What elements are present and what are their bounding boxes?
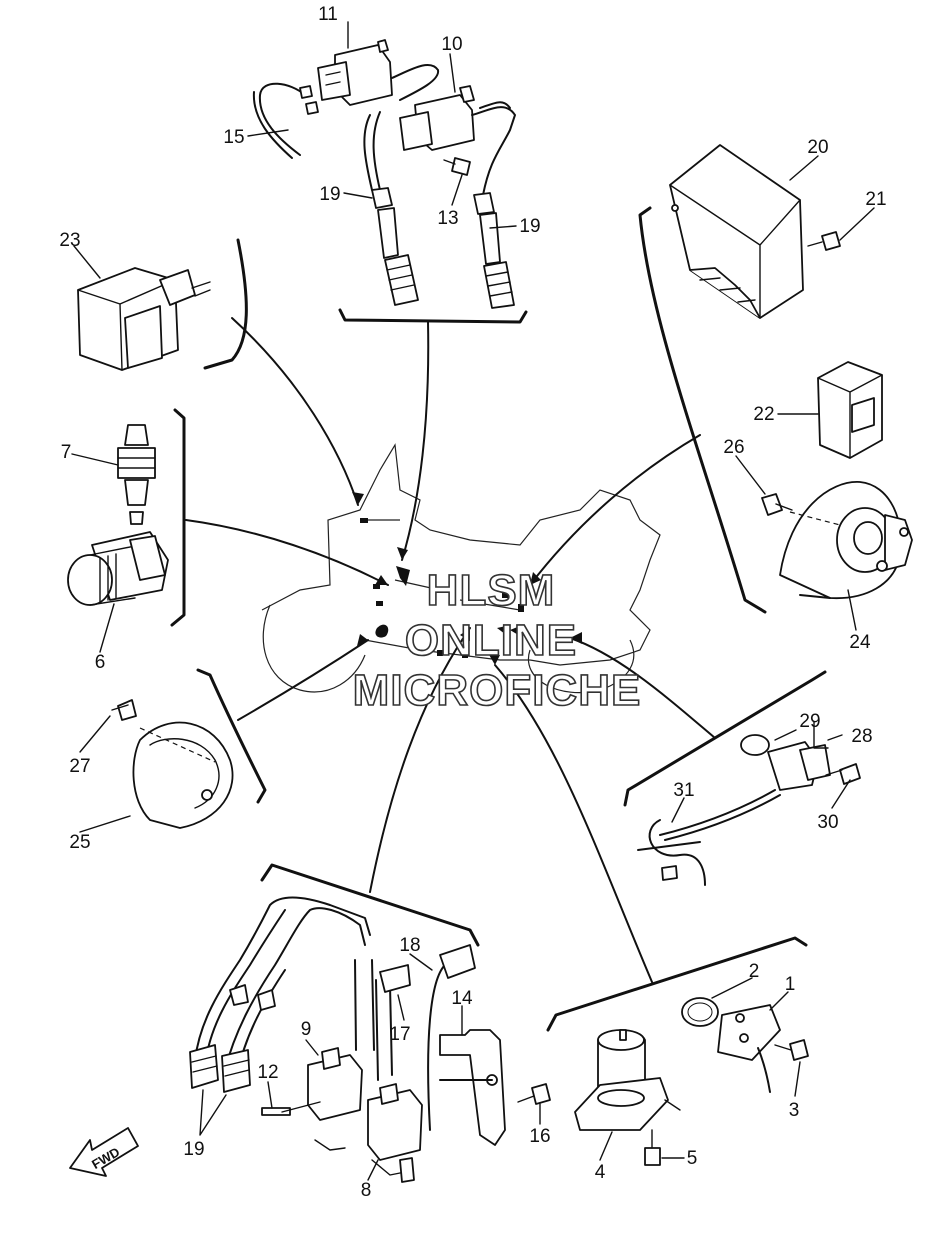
- bolt-part-5: [644, 1129, 661, 1166]
- callout-19-top-right: 19: [519, 216, 540, 237]
- watermark-line-1: HLSM: [427, 566, 556, 615]
- callout-20: 20: [807, 137, 828, 158]
- callout-15: 15: [223, 127, 244, 148]
- callout-28: 28: [851, 726, 872, 747]
- callout-4: 4: [595, 1162, 606, 1183]
- callout-25: 25: [69, 832, 90, 853]
- callout-numbers: 11 10 15 19 13 19 20 21 22 23 7 6 26 24 …: [59, 4, 886, 1201]
- speed-sensor-part-28: [659, 734, 861, 841]
- group-brackets: [170, 206, 827, 1032]
- callout-19-top-left: 19: [319, 184, 340, 205]
- cdi-unit-part-20: [669, 144, 804, 319]
- callout-6: 6: [95, 652, 106, 673]
- callout-14: 14: [451, 988, 473, 1009]
- callout-26: 26: [723, 437, 744, 458]
- ignition-coil-part-10: [399, 85, 516, 196]
- callout-16: 16: [529, 1126, 550, 1147]
- callout-27: 27: [69, 756, 90, 777]
- watermark-line-2: ONLINE: [405, 616, 577, 665]
- callout-2: 2: [749, 961, 760, 982]
- plug-lead-left-part-19: [363, 111, 419, 306]
- callout-8: 8: [361, 1180, 372, 1201]
- actuator-part-4: [574, 1029, 681, 1131]
- group-leader-lines: [185, 317, 716, 983]
- callout-3: 3: [789, 1100, 800, 1121]
- callout-19-bottom: 19: [183, 1139, 204, 1160]
- horn-part-24: [779, 481, 913, 599]
- ignition-coil-part-11: [317, 39, 440, 106]
- plug-lead-right-part-19: [473, 192, 515, 309]
- callout-7: 7: [61, 442, 72, 463]
- callout-17: 17: [389, 1024, 410, 1045]
- sender-switch-part-7: [117, 424, 156, 525]
- sensor-plate-part-1: [717, 1004, 781, 1093]
- callout-24: 24: [849, 632, 871, 653]
- cable-tie-part-31: [637, 819, 706, 886]
- callout-21: 21: [865, 189, 886, 210]
- callout-leader-lines: [71, 21, 875, 1181]
- callout-23: 23: [59, 230, 80, 251]
- bolt-part-21: [807, 231, 841, 251]
- callout-12: 12: [257, 1062, 278, 1083]
- callout-22: 22: [753, 404, 774, 425]
- relay-part-22: [817, 361, 883, 459]
- watermark-line-3: MICROFICHE: [353, 666, 642, 715]
- component-location-marks: [360, 518, 524, 658]
- bolt-part-13: [443, 157, 471, 176]
- watermark: HLSM ONLINE MICROFICHE: [352, 565, 642, 716]
- callout-10: 10: [441, 34, 462, 55]
- callout-30: 30: [817, 812, 838, 833]
- callout-18: 18: [399, 935, 420, 956]
- callout-13: 13: [437, 208, 458, 229]
- forward-direction-icon: FWD: [69, 1127, 139, 1177]
- callout-9: 9: [301, 1019, 312, 1040]
- callout-29: 29: [799, 711, 820, 732]
- arrow-heads: [352, 492, 582, 665]
- thermo-switch-part-6: [67, 531, 169, 606]
- callout-5: 5: [687, 1148, 698, 1169]
- callout-1: 1: [785, 974, 796, 995]
- bolt-part-26: [761, 493, 793, 516]
- relay-box-part-23: [77, 267, 211, 371]
- callout-31: 31: [673, 780, 694, 801]
- wire-lead-part-15: [252, 82, 319, 159]
- motorcycle-silhouette: [261, 443, 661, 694]
- o-ring-part-2: [681, 997, 719, 1027]
- coil-assembly-group: [189, 896, 551, 1183]
- callout-11: 11: [318, 4, 338, 25]
- screw-part-3: [774, 1039, 809, 1061]
- horn-part-25: [111, 699, 234, 829]
